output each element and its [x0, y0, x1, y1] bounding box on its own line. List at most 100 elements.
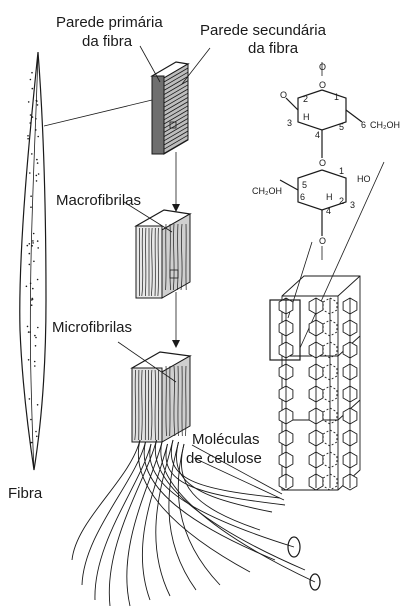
carbon-1-bottom: 1 [339, 166, 344, 176]
grain-line [166, 366, 167, 436]
ring-oxygen-top: O [319, 80, 326, 90]
oxygen-top: O [319, 62, 326, 72]
fiber-dot [36, 175, 38, 177]
fiber-wall-block [152, 62, 188, 154]
fiber-dot [31, 304, 33, 306]
carbon-3-top: 3 [287, 118, 292, 128]
fiber-dot [29, 398, 31, 400]
fiber-dot [27, 135, 29, 137]
carbon-5-top: 5 [339, 122, 344, 132]
fiber-dot [31, 153, 33, 155]
ch2oh-top: CH₂OH [370, 120, 400, 130]
cellulose-lattice [270, 276, 360, 490]
carbon-5-bottom: 5 [302, 180, 307, 190]
fiber-dot [37, 247, 39, 249]
macrofibrils-label: Macrofibrilas [56, 192, 141, 209]
fiber-dot [28, 331, 30, 333]
fiber-dot [30, 206, 32, 208]
hydrogen-top: H [303, 112, 310, 122]
carbon-6-bottom: 6 [300, 192, 305, 202]
hydrogen-bottom: H [326, 192, 333, 202]
fiber-label: Fibra [8, 485, 43, 502]
microfibril-block [132, 352, 190, 442]
fiber-dot [37, 136, 39, 138]
fiber-dot [29, 253, 31, 255]
fiber-dot [28, 101, 30, 103]
fiber-dot [35, 431, 37, 433]
fiber-dot [27, 138, 29, 140]
ring-oxygen-bottom: O [319, 158, 326, 168]
carbon-4-bottom: 4 [326, 206, 331, 216]
fiber-dot [33, 233, 35, 235]
primary-wall-label-line1: Parede primária [56, 14, 163, 31]
carbon-6-top: 6 [361, 120, 366, 130]
fiber-dot [26, 286, 28, 288]
fibril-strand [156, 440, 173, 596]
fiber-dot [32, 242, 34, 244]
fiber-dot [27, 245, 29, 247]
fiber-dot [37, 327, 39, 329]
carbon-2-top: 2 [303, 94, 308, 104]
oxygen-left: O [280, 90, 287, 100]
carbon-2-bottom: 2 [339, 196, 344, 206]
secondary-wall-label-line1: Parede secundária [200, 22, 327, 39]
fiber-dot [31, 245, 33, 247]
lattice-edge [338, 276, 360, 296]
fiber-dot [28, 359, 30, 361]
fiber-dot [35, 118, 37, 120]
fiber-dot [32, 298, 34, 300]
fiber-illustration [20, 52, 46, 470]
fiber-dot [34, 365, 36, 367]
fiber-dot [35, 345, 37, 347]
carbon-1-top: 1 [334, 92, 339, 102]
fiber-dot [29, 172, 31, 174]
fiber-dot [30, 419, 32, 421]
macrofibril-block [136, 210, 190, 298]
fiber-dot [31, 72, 33, 74]
fiber-dot [30, 195, 32, 197]
fiber-dot [38, 173, 40, 175]
oxygen-bottom: O [319, 236, 326, 246]
carbon-3-bottom: 3 [350, 200, 355, 210]
fiber-dot [29, 264, 31, 266]
fiber-dot [30, 283, 32, 285]
fibril-strand [109, 440, 156, 606]
grain-line [145, 228, 146, 296]
fiber-dot [37, 240, 39, 242]
fiber-dot [31, 442, 33, 444]
glucose-labels: O O O 1 2 3 4 5 6 H CH₂OH O HO 1 2 3 4 5… [252, 62, 400, 246]
fiber-dot [27, 326, 29, 328]
fiber-dot [35, 129, 37, 131]
fiber-dot [32, 88, 34, 90]
fiber-dot [30, 114, 32, 116]
fiber-dot [37, 104, 39, 106]
fiber-dot [36, 436, 38, 438]
fiber-dot [35, 337, 37, 339]
microfibrils-label: Microfibrilas [52, 319, 132, 336]
fiber-dot [34, 335, 36, 337]
fiber-dot [34, 361, 36, 363]
fiber-dot [37, 279, 39, 281]
hydroxyl-right: HO [357, 174, 371, 184]
fiber-dot [29, 331, 31, 333]
fiber-leader-line [44, 100, 152, 126]
grain-line [155, 370, 156, 440]
fiber-dot [29, 243, 31, 245]
fiber-dot [36, 100, 38, 102]
fiber-dot [32, 116, 34, 118]
fiber-dot [33, 261, 35, 263]
fiber-dot [36, 159, 38, 161]
primary-wall-label-line2: da fibra [82, 33, 133, 50]
fibril-strand [72, 440, 140, 560]
cellulose-molecules-label-line1: Moléculas [192, 431, 260, 448]
fiber-dot [30, 79, 32, 81]
fiber-dot [32, 240, 34, 242]
secondary-wall-label-line2: da fibra [248, 40, 299, 57]
fiber-dot [37, 404, 39, 406]
fibril-strand [171, 440, 280, 498]
fiber-dot [32, 288, 34, 290]
fiber-dot [37, 162, 39, 164]
ch2oh-bottom: CH₂OH [252, 186, 282, 196]
